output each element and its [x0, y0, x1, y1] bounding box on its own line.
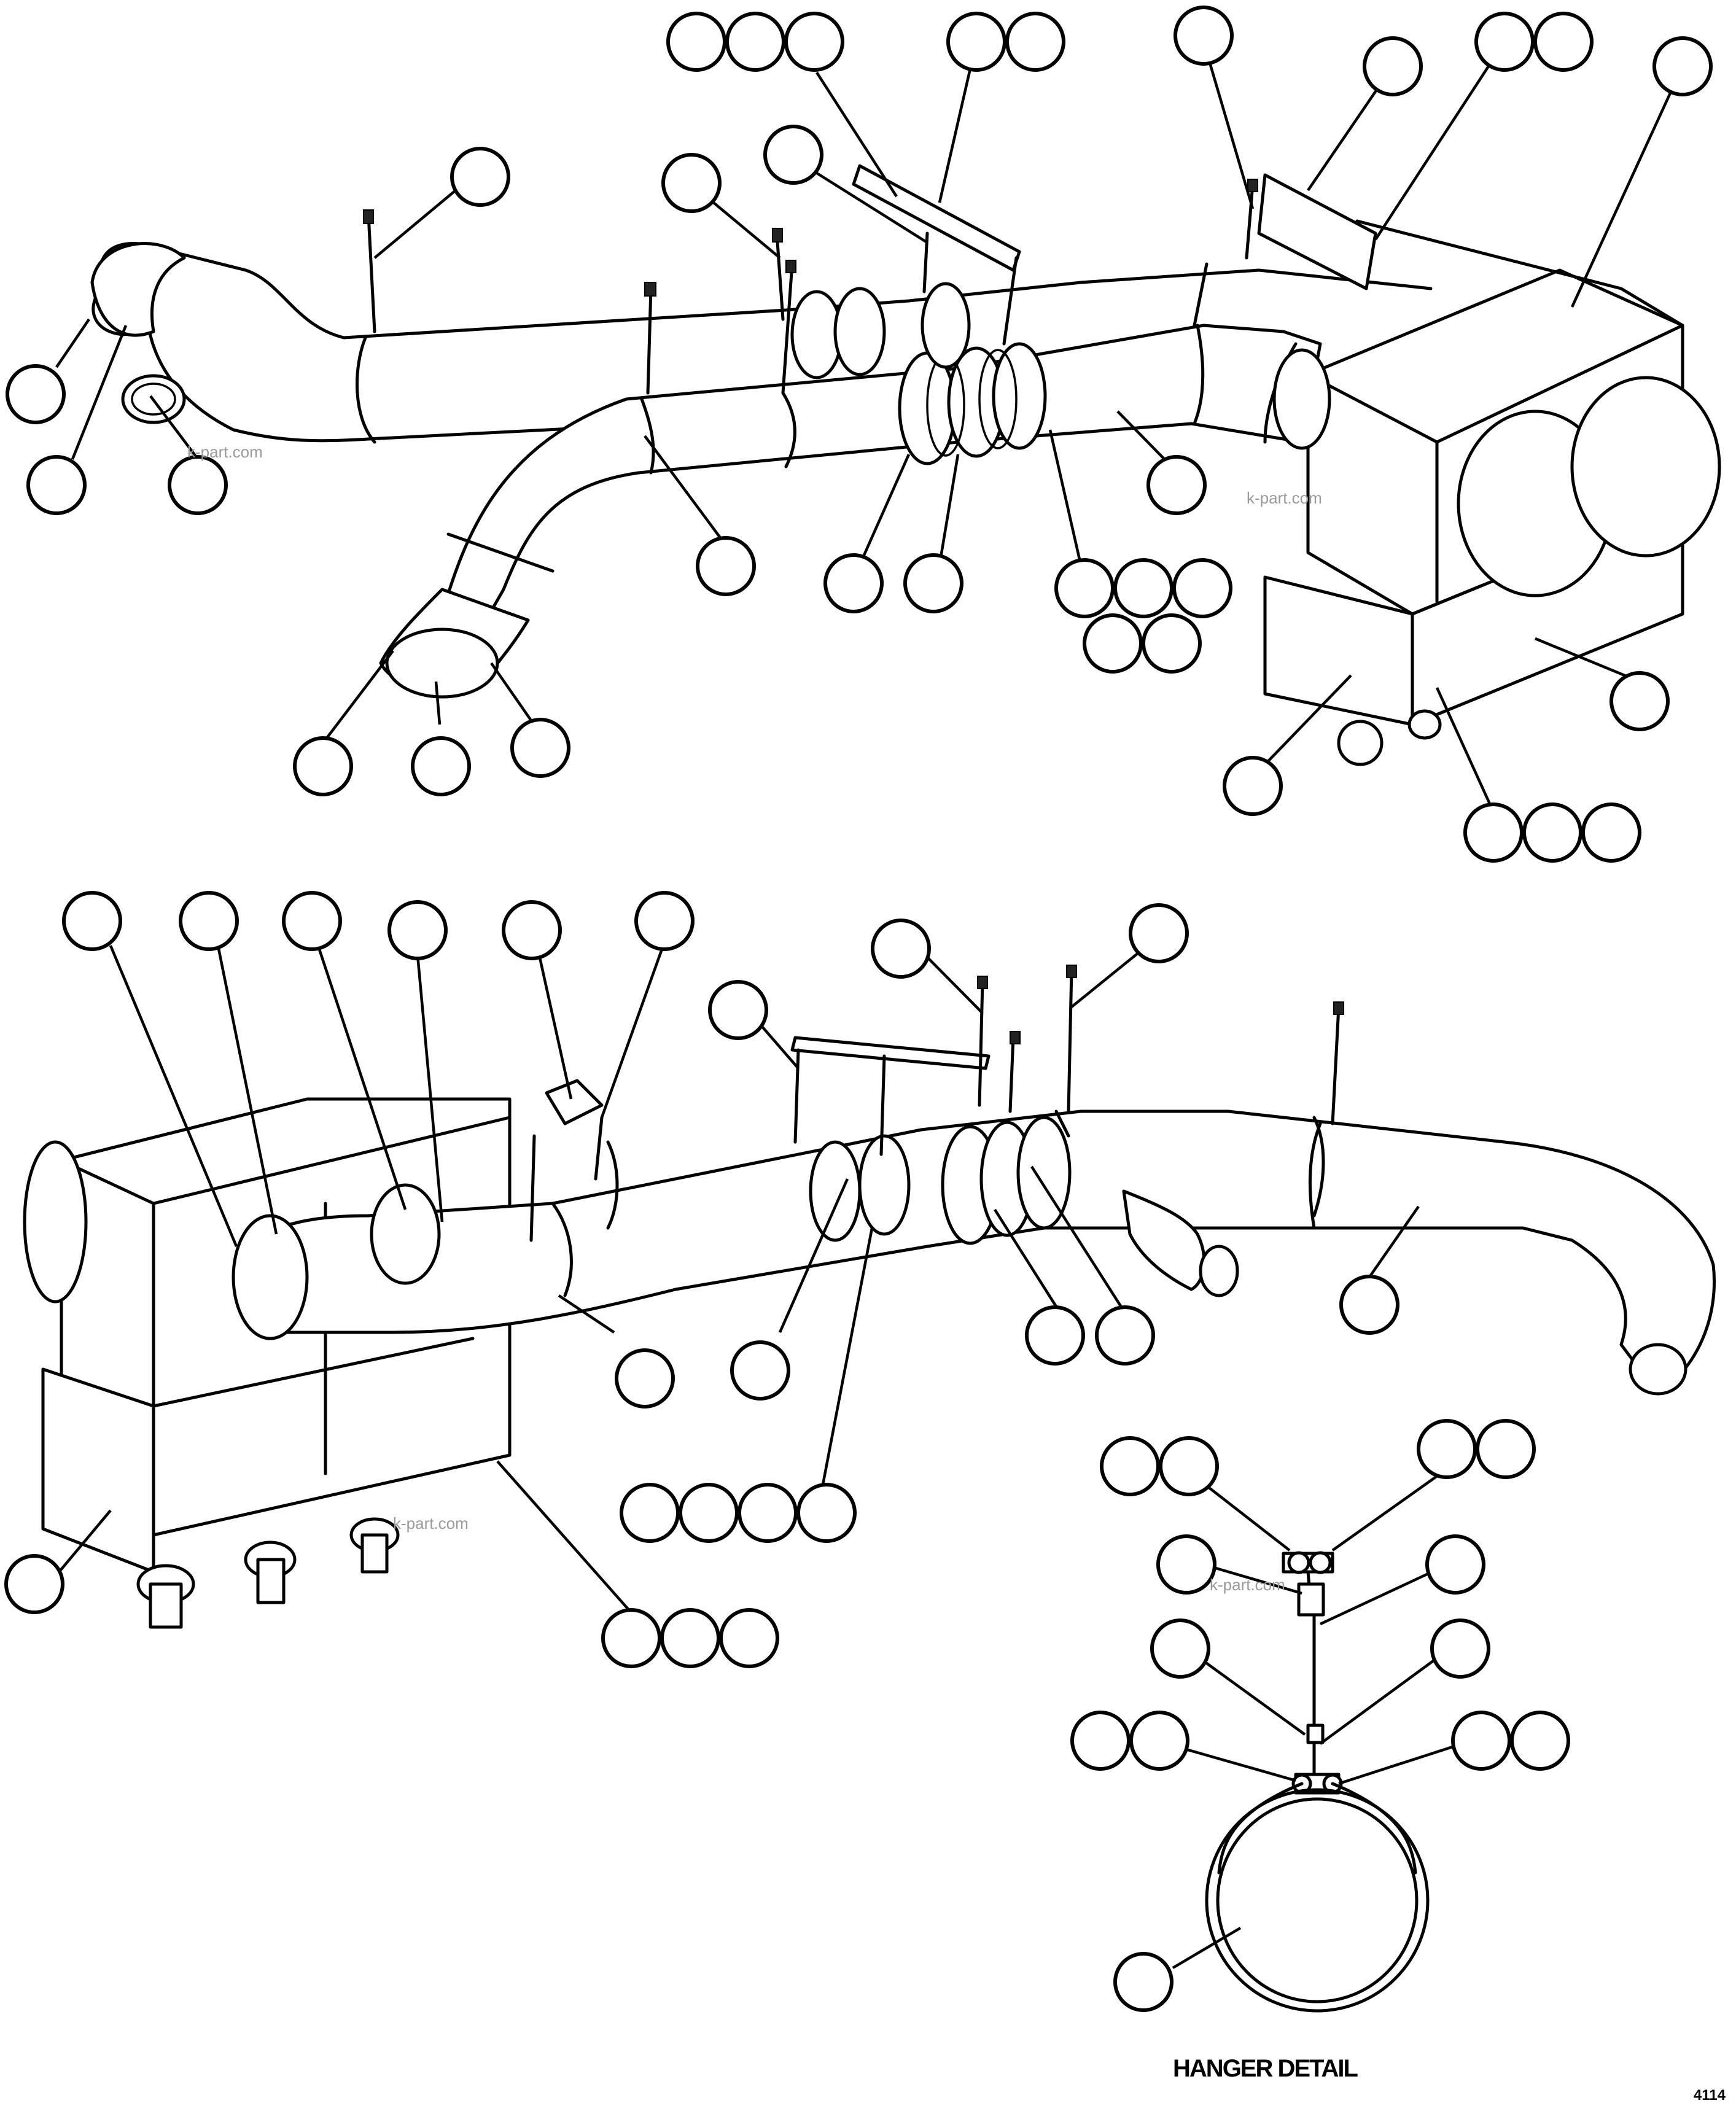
callout-bubble: [661, 153, 722, 213]
callout-bubble: [738, 1483, 798, 1543]
callout-bubble: [708, 980, 768, 1040]
callout-bubble: [1652, 36, 1713, 96]
callout-bubble: [4, 1554, 64, 1614]
hanger-detail: [1205, 1551, 1430, 2013]
callout-bubble: [763, 125, 823, 185]
callout-bubble: [1522, 802, 1582, 863]
callout-bubble: [1474, 12, 1535, 72]
callout-bubble: [946, 12, 1006, 72]
callout-bubble: [615, 1348, 675, 1409]
callout-bubble: [696, 536, 756, 596]
callout-bubble: [168, 455, 228, 515]
callout-bubble: [62, 891, 122, 951]
callout-bubble: [26, 455, 87, 515]
callout-bubble: [1150, 1618, 1210, 1679]
top-duct-assembly: [90, 164, 1721, 766]
callout-bubble: [1430, 1618, 1490, 1679]
callout-bubble: [1005, 12, 1065, 72]
callout-bubble: [1142, 613, 1202, 674]
callout-bubble: [282, 891, 342, 951]
callout-bubble: [1174, 6, 1234, 66]
callout-bubble: [660, 1608, 720, 1668]
callout-bubble: [510, 718, 570, 778]
callout-bubble: [1451, 1711, 1511, 1771]
callout-bubble: [1113, 1952, 1174, 2012]
figure-number: 4114: [1694, 2087, 1726, 2104]
watermark-text: k-part.com: [1247, 489, 1322, 507]
callout-bubble: [1146, 455, 1207, 515]
callout-bubble: [1476, 1419, 1536, 1479]
callout-bubble: [1070, 1711, 1131, 1771]
callout-bubble: [634, 891, 695, 951]
callout-bubble: [1113, 558, 1174, 618]
callout-bubble: [719, 1608, 779, 1668]
callout-bubble: [1129, 1711, 1189, 1771]
bottom-hanger-rods: [529, 965, 1344, 1242]
callout-bubble: [1156, 1534, 1216, 1595]
callout-bubble: [1172, 558, 1232, 618]
callout-bubble: [502, 900, 562, 960]
callout-bubble: [1581, 802, 1641, 863]
callout-bubble: [666, 12, 726, 72]
callout-bubble: [1100, 1436, 1160, 1496]
callout-bubble: [1510, 1711, 1570, 1771]
callout-bubble: [601, 1608, 661, 1668]
callout-bubble: [1054, 558, 1115, 618]
callout-bubble: [730, 1340, 790, 1401]
callout-bubble: [1425, 1534, 1485, 1595]
callout-bubble: [1533, 12, 1594, 72]
callout-bubble: [450, 147, 510, 207]
callout-bubble: [1339, 1275, 1399, 1335]
callout-bubble: [620, 1483, 680, 1543]
callout-bubble: [796, 1483, 857, 1543]
bottom-duct-assembly: [23, 965, 1716, 1629]
callout-bubble: [1095, 1305, 1155, 1366]
detail-caption: HANGER DETAIL: [1173, 2055, 1358, 2082]
watermark-text: k-part.com: [187, 443, 263, 461]
callout-bubble: [1363, 36, 1423, 96]
callout-bubble: [871, 919, 931, 979]
watermark-text: k-part.com: [393, 1514, 469, 1533]
callout-bubble: [1609, 671, 1670, 731]
callout-bubble: [387, 900, 448, 960]
callout-bubble: [1463, 802, 1524, 863]
callout-bubble: [1083, 613, 1143, 674]
callout-bubble: [1159, 1436, 1219, 1496]
callout-bubble: [411, 736, 471, 796]
top-hvac-unit: [1263, 219, 1721, 766]
watermark-text: k-part.com: [1210, 1576, 1285, 1594]
callout-bubble: [1025, 1305, 1085, 1366]
callout-bubble: [823, 553, 884, 613]
callout-bubble: [1223, 756, 1283, 816]
callout-bubble: [903, 553, 963, 613]
top-hanger-rods: [363, 179, 1258, 395]
callout-bubble: [725, 12, 785, 72]
callout-bubble: [1417, 1419, 1477, 1479]
callout-bubble: [784, 12, 844, 72]
callout-bubble: [179, 891, 239, 951]
callout-bubble: [293, 736, 353, 796]
callout-bubble: [1129, 903, 1189, 963]
callout-bubbles: [4, 6, 1713, 2012]
callout-bubble: [6, 364, 66, 424]
callout-bubble: [679, 1483, 739, 1543]
